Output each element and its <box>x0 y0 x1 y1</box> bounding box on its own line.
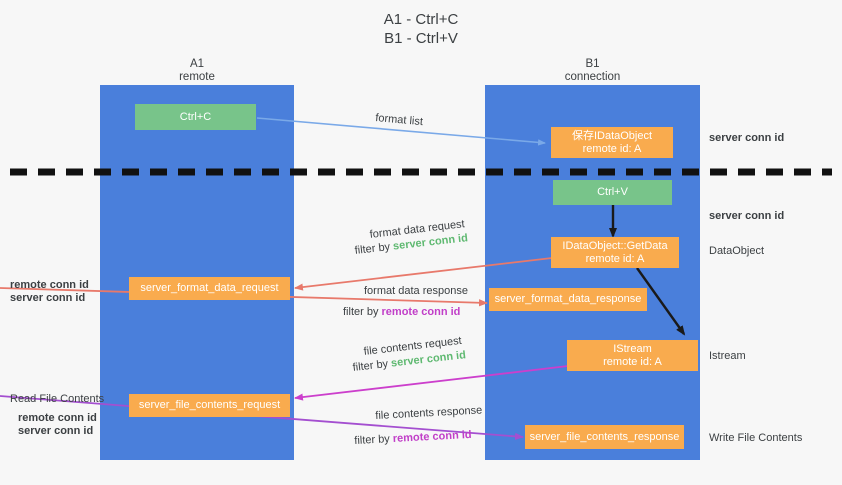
title-line-2: B1 - Ctrl+V <box>384 30 458 47</box>
column-header-b1-sub: connection <box>564 71 621 83</box>
column-header-b1-name: B1 <box>585 58 600 70</box>
note-server-conn-id-right-2: server conn id <box>709 210 785 222</box>
label-format-data-response: format data response <box>364 284 468 298</box>
filter-by-text-4: filter by <box>354 433 391 447</box>
label-format-list-text: format list <box>374 111 424 129</box>
title-line-1: A1 - Ctrl+C <box>383 11 459 28</box>
column-header-a1-sub: remote <box>179 71 215 83</box>
label-file-contents-response: file contents response <box>375 403 483 423</box>
label-file-contents-response-text: file contents response <box>375 404 483 422</box>
remote-conn-id-text-2: remote conn id <box>392 428 472 445</box>
note-server-conn-id-right-1: server conn id <box>709 132 785 144</box>
note-read-file-contents: Read File Contents <box>10 393 105 405</box>
label-format-data-response-text: format data response <box>364 285 468 297</box>
note-dataobject: DataObject <box>709 245 765 257</box>
note-server-conn-id-left-2: server conn id <box>18 425 94 437</box>
filter-by-text-1: filter by <box>354 240 391 257</box>
note-istream: Istream <box>709 350 746 362</box>
note-server-conn-id-left-1: server conn id <box>10 292 86 304</box>
column-header-b1: B1 connection <box>485 58 700 84</box>
label-filter-by-remote-conn-id-1: filter by remote conn id <box>343 305 460 319</box>
note-write-file-contents: Write File Contents <box>709 432 803 444</box>
column-header-a1: A1 remote <box>100 58 294 84</box>
diagram-title: A1 - Ctrl+C B1 - Ctrl+V <box>0 10 842 48</box>
filter-by-text-3: filter by <box>352 357 389 374</box>
note-remote-conn-id-left-2: remote conn id <box>18 412 97 424</box>
column-header-a1-name: A1 <box>189 58 205 70</box>
label-format-list: format list <box>375 111 424 129</box>
label-filter-by-remote-conn-id-2: filter by remote conn id <box>354 428 472 448</box>
remote-conn-id-text-1: remote conn id <box>381 306 461 318</box>
filter-by-text-2: filter by <box>343 306 379 318</box>
note-remote-conn-id-left-1: remote conn id <box>10 279 89 291</box>
